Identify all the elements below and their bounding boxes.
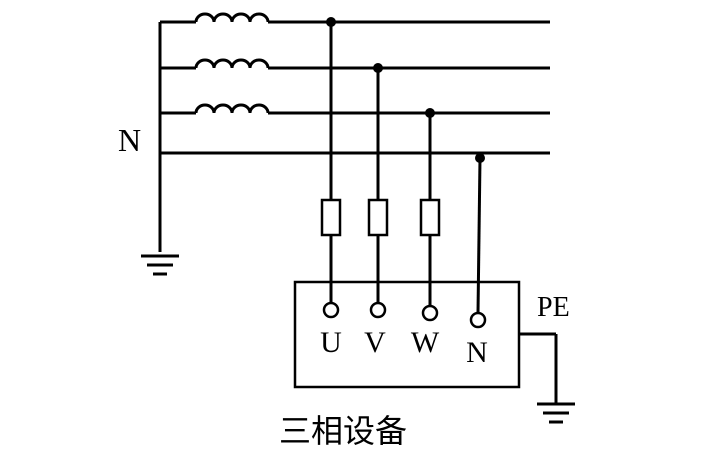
neutral-label: N — [118, 122, 141, 158]
fuse-w — [419, 198, 441, 237]
phase-2-inductor-coil — [194, 58, 270, 69]
terminal-v — [369, 301, 387, 319]
drop-w — [419, 108, 441, 322]
terminal-u-label: U — [320, 326, 342, 359]
pe-label: PE — [537, 292, 570, 323]
terminal-u — [322, 301, 340, 319]
drop-u — [320, 17, 342, 319]
right-ground-symbol — [537, 402, 575, 424]
phase-line-3 — [160, 103, 550, 115]
phase-line-1 — [160, 12, 550, 24]
terminal-v-label: V — [364, 326, 386, 359]
phase-line-2 — [160, 58, 550, 70]
terminal-n — [469, 311, 487, 329]
fuse-u — [320, 198, 342, 237]
drop-n-wire — [476, 157, 482, 314]
equipment-caption: 三相设备 — [279, 412, 407, 450]
terminal-n-label: N — [466, 336, 488, 369]
drop-v — [367, 63, 389, 319]
terminal-w — [421, 304, 439, 322]
pe-connection — [519, 332, 558, 403]
terminal-w-label: W — [411, 326, 440, 359]
phase-3-inductor-coil — [194, 103, 270, 114]
drop-n — [469, 153, 487, 329]
phase-1-inductor-coil — [194, 12, 270, 23]
left-ground-symbol — [141, 254, 179, 276]
fuse-v — [367, 198, 389, 237]
